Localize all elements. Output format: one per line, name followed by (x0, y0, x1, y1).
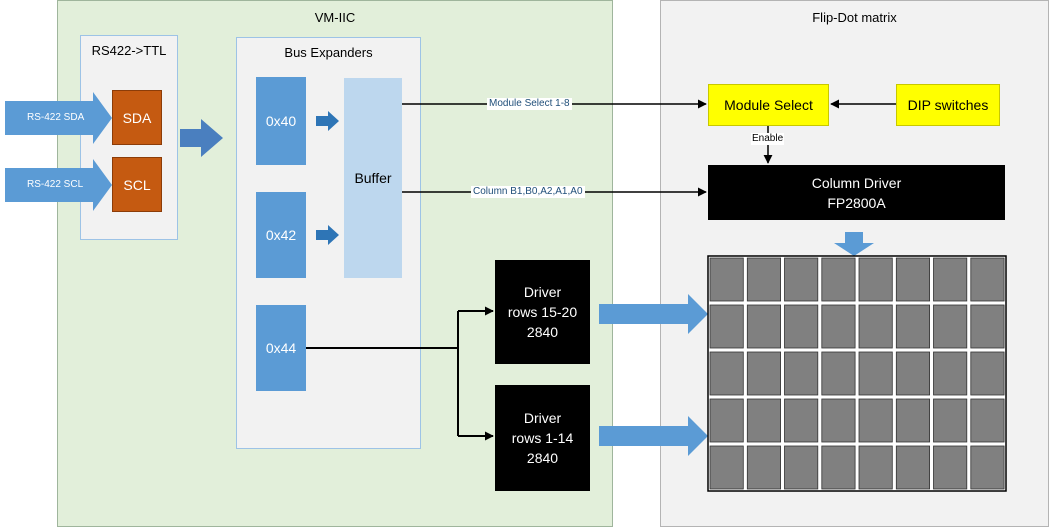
module-select-box: Module Select (708, 84, 829, 126)
driver-rows-1-14-box: Driver rows 1-14 2840 (495, 385, 590, 491)
flip-dot-cell (895, 398, 930, 443)
flip-dot-cell (821, 304, 856, 349)
flip-dot-cell (858, 445, 893, 490)
flip-dot-cell (970, 304, 1005, 349)
flip-dot-cell (709, 351, 744, 396)
flip-dot-cell (709, 398, 744, 443)
flip-dot-cell (784, 304, 819, 349)
flip-dot-cell (784, 445, 819, 490)
expander-0x42-to-buffer-arrow (316, 225, 339, 245)
enable-label: Enable (751, 133, 785, 145)
flip-dot-cell (858, 257, 893, 302)
rs422-sda-label: RS-422 SDA (27, 112, 85, 123)
flip-dot-cell (970, 257, 1005, 302)
flip-dot-cell (933, 351, 968, 396)
driver-15-20-to-matrix-arrow (599, 294, 708, 334)
rs422-ttl-title: RS422->TTL (91, 43, 167, 58)
flip-dot-matrix-title: Flip-Dot matrix (812, 10, 897, 25)
flip-dot-cell (858, 351, 893, 396)
flip-dot-cell (784, 351, 819, 396)
flip-dot-cell (746, 398, 781, 443)
flip-dot-cell (970, 351, 1005, 396)
column-bus-label: Column B1,B0,A2,A1,A0 (471, 186, 585, 198)
sda-box: SDA (112, 90, 162, 145)
flip-dot-cell (746, 257, 781, 302)
dip-switches-box: DIP switches (896, 84, 1000, 126)
driver-1-14-to-matrix-arrow (599, 416, 708, 456)
column-driver-to-matrix-arrow (834, 232, 874, 256)
flip-dot-cell (784, 257, 819, 302)
flip-dot-cell (821, 445, 856, 490)
flip-dot-cell (858, 398, 893, 443)
flip-dot-cell (933, 257, 968, 302)
scl-box: SCL (112, 157, 162, 212)
buffer-box: Buffer (344, 78, 402, 278)
vm-iic-title: VM-IIC (314, 10, 356, 25)
flip-dot-cell (933, 398, 968, 443)
flip-dot-cell (746, 351, 781, 396)
flip-dot-cell (821, 351, 856, 396)
scl-input-arrow (5, 159, 112, 211)
column-driver-box: Column Driver FP2800A (708, 165, 1005, 220)
flip-dot-cell (784, 398, 819, 443)
flip-dot-cell (895, 304, 930, 349)
expander-0x40: 0x40 (256, 77, 306, 165)
flip-dot-cell (895, 257, 930, 302)
flip-dot-grid (707, 255, 1007, 492)
flip-dot-cell (746, 445, 781, 490)
flip-dot-cell (970, 445, 1005, 490)
flip-dot-cell (933, 445, 968, 490)
flip-dot-cell (895, 445, 930, 490)
flip-dot-cell (821, 398, 856, 443)
flip-dot-cell (895, 351, 930, 396)
flip-dot-cell (709, 304, 744, 349)
sda-input-arrow (5, 92, 112, 144)
expander-0x40-to-buffer-arrow (316, 111, 339, 131)
flip-dot-cell (821, 257, 856, 302)
flip-dot-cell (709, 445, 744, 490)
expander-0x42: 0x42 (256, 192, 306, 278)
expander-0x44: 0x44 (256, 305, 306, 391)
rs422-scl-label: RS-422 SCL (27, 179, 84, 190)
bus-expanders-title: Bus Expanders (284, 45, 373, 60)
flip-dot-cell (933, 304, 968, 349)
driver-rows-15-20-box: Driver rows 15-20 2840 (495, 260, 590, 364)
flip-dot-cell (970, 398, 1005, 443)
flip-dot-cell (709, 257, 744, 302)
module-select-bus-label: Module Select 1-8 (487, 98, 572, 110)
flip-dot-cell (858, 304, 893, 349)
rs422-to-expanders-arrow (180, 119, 223, 157)
flip-dot-cell (746, 304, 781, 349)
